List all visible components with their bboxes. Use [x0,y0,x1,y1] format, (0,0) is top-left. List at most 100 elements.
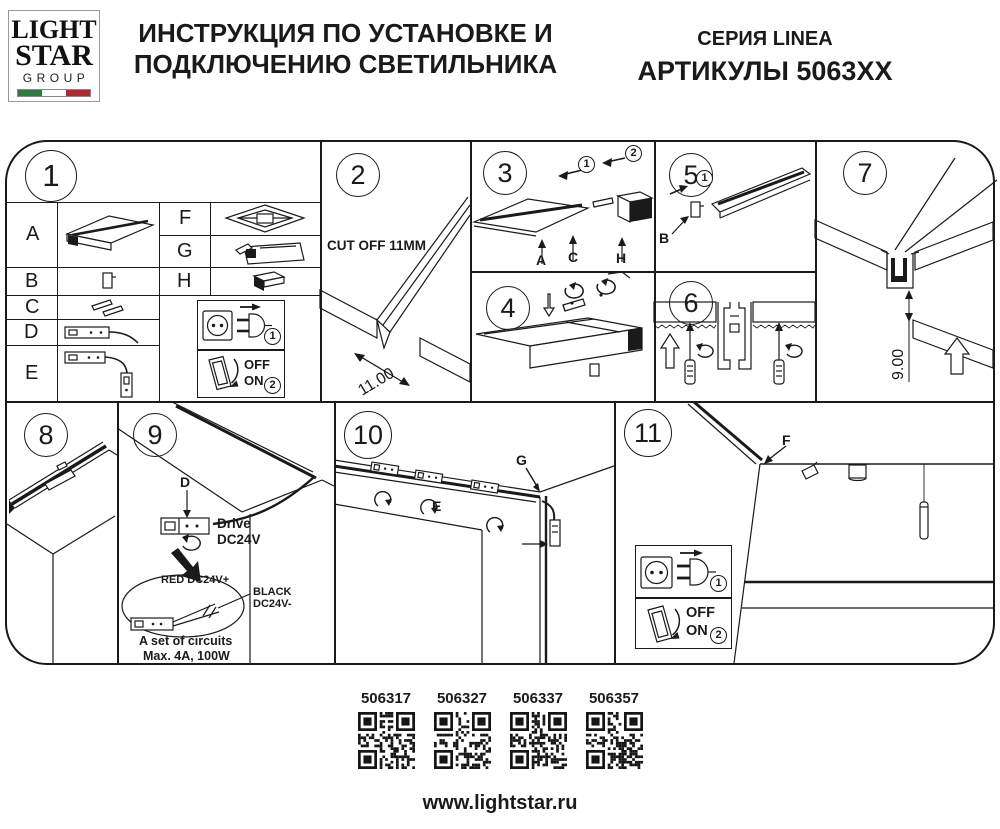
qr-code [509,712,567,769]
arrow-label-d: D [180,474,191,490]
drawing-cross-section [653,301,816,385]
arrow-label-a: A [536,252,547,268]
step-2-label: 2 [350,159,366,190]
driver-label-line1: Drive [217,516,251,531]
logo-text-group: GROUP [22,71,90,85]
article-number: 506357 [588,690,640,707]
dim-11: 11.00 [355,365,397,400]
table-line [159,235,320,237]
divider [614,402,616,663]
article-number: 506317 [360,690,412,707]
panel-7-recess-depth: 7 9.00 [814,142,998,401]
qr-code [433,712,491,769]
series-block: СЕРИЯ LINEA АРТИКУЛЫ 5063XX [615,28,915,87]
step-callout-2: 2 [625,145,642,162]
step-callout-2: 2 [264,377,281,394]
drawing-cutoff: 11.00 [319,196,471,400]
drawing-connectors [333,459,615,663]
panel-11-finished: 11 F [614,400,993,664]
drawing-finished [687,400,993,664]
wire-red-label: RED DC24V+ [161,574,230,586]
step-7-number: 7 [843,151,887,195]
qr-item: 506357 [585,690,643,769]
divider [334,402,336,663]
arrow-label-c: C [568,249,579,265]
cutoff-text: CUT OFF 11MM [327,238,427,253]
title-line-1: ИНСТРУКЦИЯ ПО УСТАНОВКЕ И [138,18,553,48]
step-callout-1: 1 [696,170,713,187]
step-9-number: 9 [133,413,177,457]
step-9-label: 9 [147,419,163,450]
panel-9-driver-wiring: 9 D Dri [116,401,335,663]
step-4-label: 4 [500,292,516,323]
logo-text-star: STAR [15,39,93,72]
italian-flag-bar [17,89,91,97]
qr-code [585,712,643,769]
step-callout-1: 1 [264,328,281,345]
panel-2-cutoff: 2 CUT OFF 11MM 11.00 [319,142,471,401]
table-line [210,202,212,295]
drawing-driver [116,401,335,663]
arrow-label-f: F [782,432,791,448]
driver-label-line2: DC24V [217,532,261,547]
qr-code [357,712,415,769]
step-11-label: 11 [633,417,663,448]
unplug-icon [640,549,716,589]
step-3-number: 3 [483,151,527,195]
qr-code-section: 506317 506327 506337 506357 [0,690,1000,769]
power-warning-box: 1 OFF ON 2 [197,300,285,398]
part-label-a: A [26,223,40,245]
panel-10-connectors: 10 E G [333,402,615,663]
step-3-label: 3 [497,157,513,188]
part-c-icon [91,299,124,317]
panel-3-assembly: 3 1 2 A C H [470,142,654,271]
power-warning-box: 1 OFF ON 2 [635,545,732,649]
step-1-number: 1 [25,150,77,202]
part-f-icon [224,204,306,233]
off-label: OFF [686,605,715,621]
drawing-track-connector [6,441,118,663]
divider [320,142,322,402]
step-8-number: 8 [24,413,68,457]
part-g-icon [234,242,305,265]
series-name: СЕРИЯ LINEA [697,28,833,50]
flag-red [66,90,90,96]
wire-black-label-line2: DC24V- [253,598,292,610]
circuits-note-line2: Max. 4A, 100W [143,649,230,663]
part-label-b: B [25,270,39,292]
title-line-2: ПОДКЛЮЧЕНИЮ СВЕТИЛЬНИКА [133,49,558,79]
part-label-e: E [25,362,39,384]
diagram-sheet: 1 A B C D E F G H [5,140,998,665]
table-line [7,345,159,347]
article-numbers: АРТИКУЛЫ 5063XX [637,56,893,86]
divider [636,597,731,599]
step-1-label: 1 [42,158,60,193]
part-label-g: G [177,240,193,262]
table-line [7,319,159,321]
off-label: OFF [244,357,270,372]
drawing-endcap [669,167,812,235]
part-label-h: H [177,270,192,292]
unplug-icon [202,303,272,341]
part-e-icon [64,351,133,398]
part-a-icon [65,215,155,251]
step-8-label: 8 [38,419,54,450]
table-line [7,295,320,297]
panel-6-cross-section: 6 [653,272,816,401]
divider [470,271,816,273]
divider [7,401,993,403]
part-b-icon [102,272,116,289]
dim-9: 9.00 [890,349,907,380]
step-6-number: 6 [669,281,713,325]
arrow-label-g: G [516,452,527,468]
article-number: 506327 [436,690,488,707]
step-11-number: 11 [624,409,672,457]
circuits-note-line1: A set of circuits [139,634,233,648]
step-10-label: 10 [352,419,384,450]
logo-text-light: LIGHT [11,15,97,44]
switch-off-icon [208,355,239,391]
step-2-number: 2 [336,153,380,197]
step-10-number: 10 [344,411,392,459]
table-line [57,202,59,401]
